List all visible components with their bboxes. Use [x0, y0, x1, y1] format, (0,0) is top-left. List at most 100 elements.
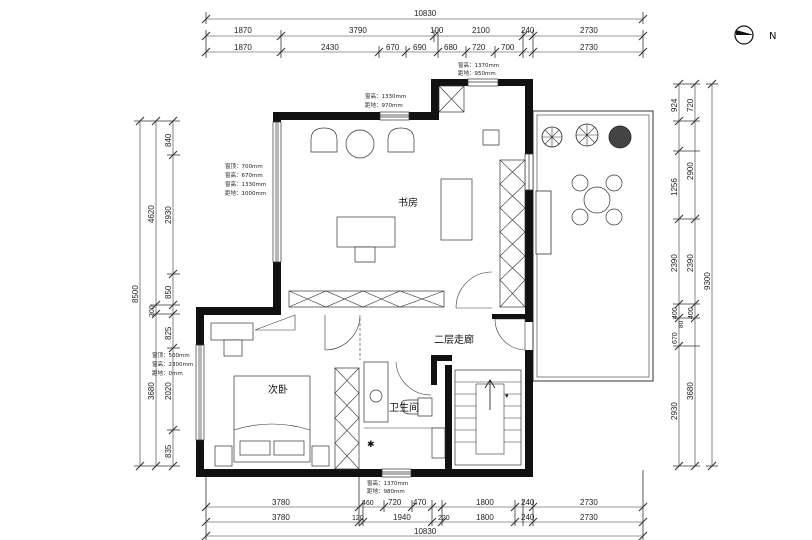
bottom-row2-dim: 240	[521, 513, 535, 522]
left-col2-dim: 835	[164, 444, 173, 458]
note-line: 距地：970mm	[365, 101, 403, 109]
left-col2-dim: 840	[164, 133, 173, 147]
right-col1-dim: 2390	[670, 254, 679, 272]
floor-drain-icon: ✱	[367, 439, 375, 449]
note-line: 窗顶：700mm	[225, 162, 263, 170]
left-col2-dim: 2020	[164, 382, 173, 400]
note-line: 窗高：1370mm	[458, 61, 499, 69]
bottom-row1-dim: 720	[388, 498, 402, 507]
note-line: 窗高：2300mm	[152, 360, 193, 368]
bottom-row2-dim: 220	[438, 515, 450, 522]
right-col2-dim: 2390	[686, 254, 695, 272]
chair	[482, 129, 500, 146]
right-col1-dim: 400	[672, 307, 679, 319]
desk-chair	[354, 246, 376, 263]
right-total: 9300	[703, 272, 712, 290]
terrace-furniture	[541, 123, 632, 226]
door-swing	[254, 314, 296, 331]
bottom-row1-dim: 470	[413, 498, 427, 507]
note-line: 窗高：1330mm	[365, 92, 406, 100]
north-pointer-icon	[736, 30, 754, 35]
room-study: 书房	[398, 196, 418, 209]
note-line: 距地：980mm	[367, 487, 405, 495]
note-line: 窗高：1330mm	[225, 180, 266, 188]
bottom-row2-dim: 2730	[580, 513, 598, 522]
planter	[535, 190, 552, 255]
note-line: 窗高：670mm	[225, 171, 263, 179]
note-line: 窗顶：500mm	[152, 351, 190, 359]
left-col2-dim: 825	[164, 326, 173, 340]
top-row1-dim: 2730	[580, 26, 598, 35]
top-row2-dim: 1870	[234, 43, 252, 52]
nightstand	[214, 445, 233, 467]
bottom-total: 10830	[414, 527, 437, 536]
top-row1-dim: 3790	[349, 26, 367, 35]
note-line: 距地：950mm	[458, 69, 496, 77]
armchair	[310, 127, 338, 153]
door-swing	[395, 361, 432, 396]
right-inner-dim: 80	[678, 320, 685, 328]
left-total: 8500	[131, 285, 140, 303]
bottom-dimensions: 3780 460 720 470 1800 240 2730 3780 120 …	[201, 470, 648, 540]
room-labels: 书房 二层走廊 次卧 卫生间	[268, 196, 474, 414]
chair	[223, 339, 243, 357]
desk	[336, 216, 396, 248]
left-dimensions: 8500 4620 200 3680 840 2930 850 825 2020…	[131, 116, 180, 471]
right-col1-dim: 924	[670, 98, 679, 112]
left-col1-dim: 200	[149, 305, 156, 317]
top-row1-dim: 1870	[234, 26, 252, 35]
right-col1-dim: 1256	[670, 178, 679, 196]
wardrobe	[499, 159, 526, 308]
bottom-row1-dim: 240	[521, 498, 535, 507]
stair	[454, 369, 522, 466]
right-col2-dim: 720	[686, 98, 695, 112]
cabinet	[431, 427, 446, 459]
terrace	[532, 110, 654, 382]
left-col2-dim: 850	[164, 285, 173, 299]
door-swing	[324, 314, 361, 351]
plant-icon	[608, 125, 632, 149]
right-dimensions: 924 1256 2390 400 670 2930 720 2900 2390…	[670, 79, 718, 471]
top-row2-dim: 720	[472, 43, 486, 52]
chair	[605, 208, 623, 226]
bottom-row2-dim: 120	[352, 515, 364, 522]
bottom-row2-dim: 3780	[272, 513, 290, 522]
right-col2-dim: 2900	[686, 162, 695, 180]
walls	[196, 79, 533, 477]
right-col1-dim: 670	[672, 332, 679, 344]
armchair	[387, 127, 415, 153]
chair	[605, 174, 623, 192]
room-bathroom: 卫生间	[389, 401, 419, 414]
window-notes: 窗高：1370mm 距地：950mm 窗高：1330mm 距地：970mm 窗顶…	[152, 61, 499, 495]
pillow	[239, 440, 271, 456]
pillow	[273, 440, 305, 456]
stair-mark: ▾	[505, 393, 509, 400]
low-cabinet	[288, 290, 445, 308]
north-label: N	[769, 31, 776, 42]
desk	[440, 178, 473, 241]
bottom-row1-dim: 460	[362, 500, 374, 507]
basin	[363, 361, 389, 423]
top-dimensions: 10830 1870 3790 100 2100 240 2730 1870 2…	[201, 9, 648, 58]
note-line: 窗高：1370mm	[367, 479, 408, 487]
right-col2-dim: 3680	[686, 382, 695, 400]
stair-arrow-icon	[484, 379, 496, 410]
left-col1-dim: 4620	[147, 205, 156, 223]
note-line: 距地：0mm	[152, 369, 183, 377]
north-arrow: N	[734, 25, 776, 45]
top-total: 10830	[414, 9, 437, 18]
top-row2-dim: 670	[386, 43, 400, 52]
right-col2-dim: 400	[688, 307, 695, 319]
note-line: 距地：1000mm	[225, 189, 266, 197]
top-row2-dim: 2730	[580, 43, 598, 52]
top-row2-dim: 2430	[321, 43, 339, 52]
bottom-row2-dim: 1800	[476, 513, 494, 522]
study-furniture	[288, 85, 526, 309]
windows	[195, 78, 534, 478]
top-row1-dim: 2100	[472, 26, 490, 35]
wardrobe	[334, 367, 360, 470]
room-bedroom: 次卧	[268, 383, 288, 396]
desk	[210, 322, 254, 341]
top-row1-dim: 100	[430, 26, 444, 35]
